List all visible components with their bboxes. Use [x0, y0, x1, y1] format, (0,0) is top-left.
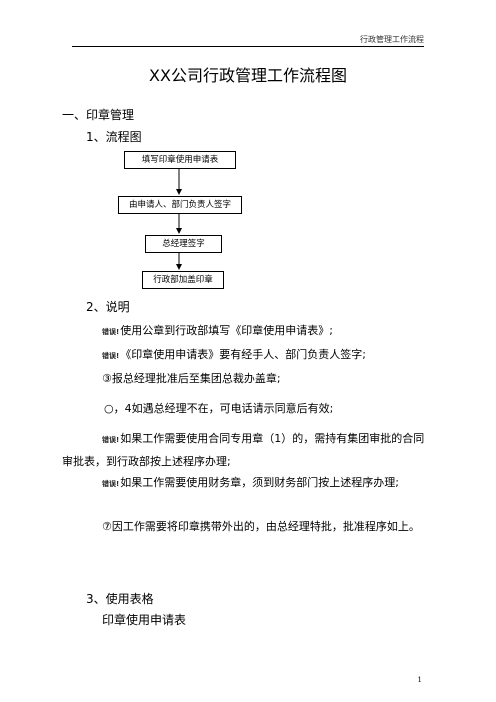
subheading-forms: 3、使用表格 — [86, 592, 154, 606]
explanation-paragraph-6: 错误!如果工作需要使用财务章，须到财务部门按上述程序办理; — [102, 476, 399, 489]
explanation-paragraph-4: ○，4如遇总经理不在，可电话请示同意后有效; — [104, 402, 334, 415]
explanation-paragraph-7: ⑦因工作需要将印章携带外出的，由总经理特批，批准程序如上。 — [102, 520, 420, 533]
explanation-paragraph-2: 错误!《印章使用申请表》要有经手人、部门负责人签字; — [102, 348, 366, 361]
error-mark: 错误! — [102, 352, 120, 360]
error-mark: 错误! — [102, 480, 120, 488]
error-mark: 错误! — [102, 436, 120, 444]
subheading-explanation: 2、说明 — [86, 300, 130, 314]
flow-step-applicant-sign: 由申请人、部门负责人签字 — [118, 196, 242, 214]
section-heading-seal-management: 一、印章管理 — [62, 108, 135, 122]
explanation-paragraph-1: 错误!使用公章到行政部填写《印章使用申请表》; — [102, 324, 333, 337]
form-name: 印章使用申请表 — [102, 613, 187, 627]
page-number: 1 — [417, 676, 422, 684]
explanation-paragraph-3: ③报总经理批准后至集团总裁办盖章; — [102, 372, 281, 385]
running-header: 行政管理工作流程 — [360, 35, 424, 44]
document-title: XX公司行政管理工作流程图 — [149, 66, 347, 85]
explanation-paragraph-5: 错误!如果工作需要使用合同专用章（1）的，需持有集团审批的合同审批表，到行政部按… — [62, 432, 425, 468]
flow-step-gm-sign: 总经理签字 — [145, 235, 222, 253]
circle-mark: ○ — [104, 402, 114, 415]
error-mark: 错误! — [102, 328, 120, 336]
subheading-flowchart: 1、流程图 — [86, 130, 142, 144]
flow-step-fill-application: 填写印章使用申请表 — [124, 151, 236, 169]
header-rule — [72, 46, 424, 47]
circled-number-3: ③ — [102, 372, 112, 385]
flow-step-admin-stamp: 行政部加盖印章 — [142, 271, 224, 289]
